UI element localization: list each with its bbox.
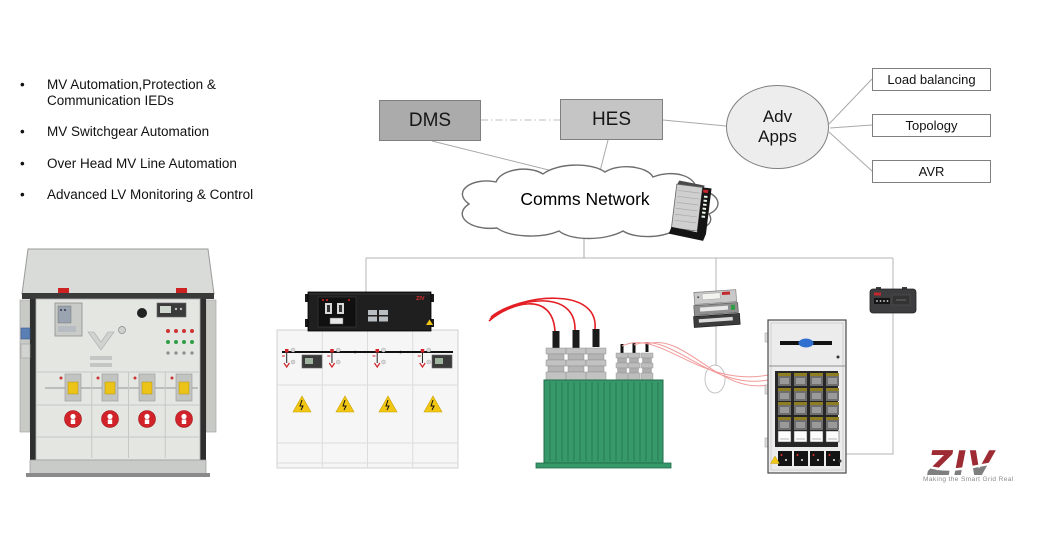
mimic-breakers — [282, 347, 431, 369]
bullet-text: Over Head MV Line Automation — [47, 155, 237, 171]
ziv-logo: ZIV ZIV Making the Smart Grid Real — [923, 444, 1014, 484]
bullet-item: • MV Switchgear Automation — [20, 124, 284, 140]
data-concentrator-icon — [693, 289, 741, 328]
lv-comms-device-icon — [869, 287, 917, 314]
dms-node: DMS — [379, 100, 481, 141]
bullet-marker: • — [20, 124, 25, 140]
app-box-avr: AVR — [872, 160, 991, 183]
hes-node: HES — [560, 99, 663, 140]
bullet-text: MV Switchgear Automation — [47, 124, 210, 140]
fuse-label-row — [777, 430, 840, 443]
switchgear-lineup-icon — [276, 329, 459, 469]
panel-ied-displays — [301, 354, 453, 369]
bus-drop-lv-cabinet — [846, 258, 894, 455]
app-box-load-balancing: Load balancing — [872, 68, 991, 91]
rtu-brand-label: ZIV — [416, 296, 425, 302]
bullet-text: MV Automation,Protection & Communication… — [47, 77, 216, 109]
bullet-marker: • — [20, 155, 25, 171]
lv-fuse-cabinet-icon — [764, 319, 847, 474]
bay-red-stickers — [64, 410, 193, 428]
lv-cables — [621, 341, 769, 387]
app-box-topology: Topology — [872, 114, 991, 137]
terminal-row — [778, 451, 840, 466]
advapps-loadbalancing-link — [828, 78, 873, 125]
cabinet-warning-triangle — [770, 455, 780, 464]
warning-triangle-icons — [292, 395, 443, 413]
rtu-rack-icon: ZIV — [305, 291, 434, 332]
adv-apps-node: Adv Apps — [726, 85, 829, 169]
bullet-item: • Over Head MV Line Automation — [20, 156, 284, 172]
advapps-avr-link — [828, 131, 873, 172]
fuse-rows — [778, 373, 839, 430]
bay-operator-units — [59, 373, 193, 402]
lv-bushings — [615, 342, 654, 381]
advapps-topology-link — [829, 124, 873, 129]
hv-bushings — [545, 329, 607, 381]
bullet-marker: • — [20, 186, 25, 202]
bullet-list: • MV Automation,Protection & Communicati… — [20, 77, 284, 218]
ziv-logo-tagline: Making the Smart Grid Real — [923, 476, 1014, 483]
cable-junction-circle — [704, 364, 726, 394]
hv-cables — [488, 297, 596, 332]
hes-advapps-link — [662, 119, 727, 127]
mv-switchgear-photo-icon — [19, 248, 217, 477]
distribution-transformer-icon — [488, 297, 769, 469]
cloud-label: Comms Network — [520, 189, 650, 209]
bullet-item: • MV Automation,Protection & Communicati… — [20, 77, 284, 109]
bullet-text: Advanced LV Monitoring & Control — [47, 186, 254, 202]
comms-cloud — [461, 164, 719, 240]
bullet-item: • Advanced LV Monitoring & Control — [20, 187, 284, 203]
bullet-marker: • — [20, 77, 25, 92]
cloud-router-device-icon — [668, 180, 712, 241]
